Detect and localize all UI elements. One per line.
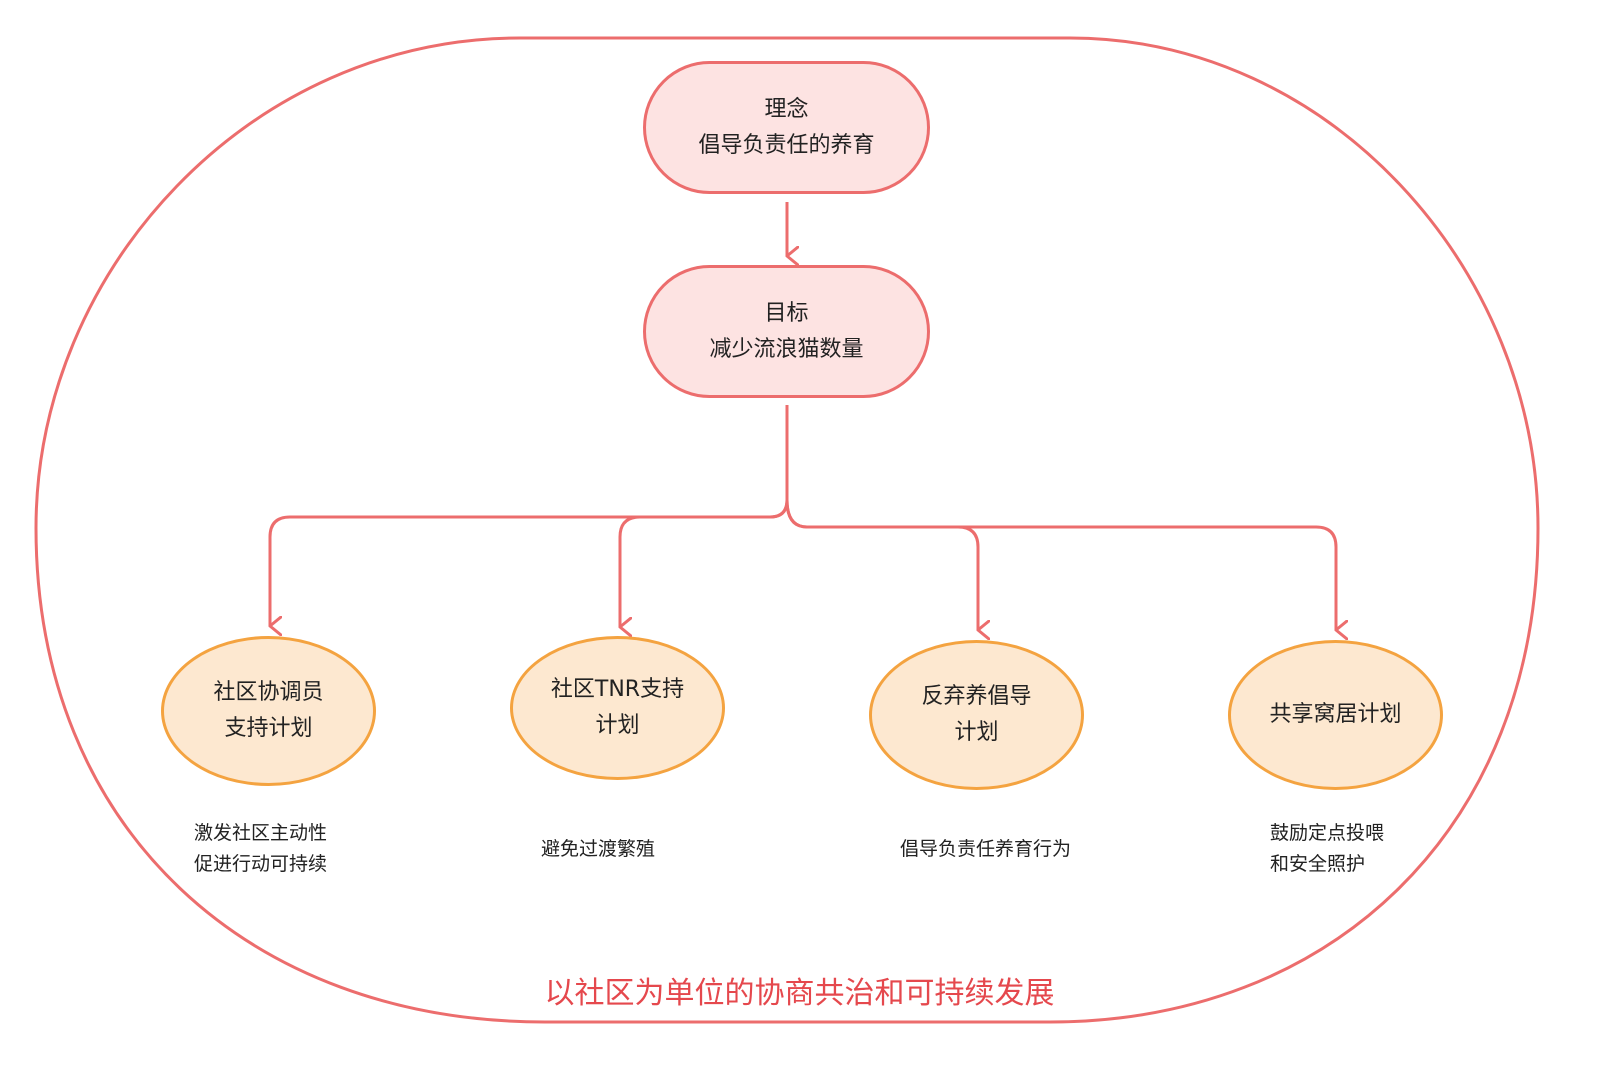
plan-1-description: 激发社区主动性 促进行动可持续	[194, 818, 327, 880]
vision-caption: 以社区为单位的协商共治和可持续发展	[544, 976, 1055, 1011]
plan-3-title-line2: 计划	[954, 720, 999, 745]
plan-2-description-line1: 避免过渡繁殖	[541, 838, 656, 860]
plan-3-description: 倡导负责任养育行为	[900, 834, 1071, 865]
plan-4-description: 鼓励定点投喂 和安全照护	[1270, 818, 1384, 880]
plan-2-title-line2: 计划	[595, 713, 640, 738]
plan-3-description-line1: 倡导负责任养育行为	[900, 838, 1072, 860]
plan-1-title-line1: 社区协调员	[213, 680, 324, 705]
arrow-goal-to-plan-2	[618, 499, 789, 627]
plan-4-description-line2: 和安全照护	[1270, 853, 1366, 875]
plan-3-title-line1: 反弃养倡导	[921, 684, 1032, 709]
arrow-goal-to-plan-3	[785, 499, 978, 630]
plan-1-title-line2: 支持计划	[224, 716, 313, 741]
plan-4-description-line1: 鼓励定点投喂	[1270, 822, 1385, 844]
goal-title: 目标	[764, 300, 809, 326]
concept-title: 理念	[764, 96, 809, 122]
concept-node: 理念 倡导负责任的养育	[643, 61, 930, 194]
goal-node: 目标 减少流浪猫数量	[643, 265, 930, 398]
plan-node-community-coordinator: 社区协调员 支持计划	[161, 636, 376, 786]
plan-1-description-line2: 促进行动可持续	[194, 853, 328, 875]
plan-2-title-line1: 社区TNR支持	[550, 677, 685, 702]
plan-node-community-tnr: 社区TNR支持 计划	[510, 636, 725, 780]
arrow-goal-to-plan-4	[785, 499, 1336, 630]
community-boundary-outline	[34, 36, 1540, 1024]
plan-1-description-line1: 激发社区主动性	[194, 822, 328, 844]
goal-text: 减少流浪猫数量	[709, 336, 864, 362]
plan-4-title-line1: 共享窝居计划	[1269, 702, 1402, 727]
concept-text: 倡导负责任的养育	[698, 132, 875, 158]
plan-node-shared-shelter: 共享窝居计划	[1228, 640, 1443, 790]
plan-2-description: 避免过渡繁殖	[541, 834, 655, 865]
plan-node-anti-abandonment: 反弃养倡导 计划	[869, 640, 1084, 790]
